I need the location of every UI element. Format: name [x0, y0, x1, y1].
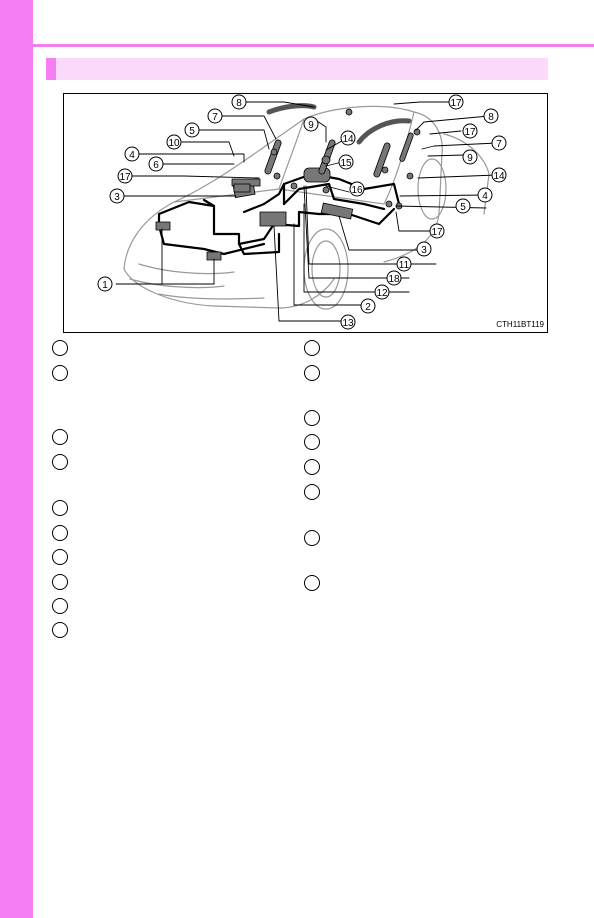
svg-text:13: 13 [342, 318, 354, 329]
rear-side-airbag-2 [373, 142, 391, 178]
svg-text:1: 1 [102, 280, 108, 291]
legend-item-right [304, 484, 320, 500]
legend-item-left [52, 525, 68, 541]
svg-text:9: 9 [467, 153, 473, 164]
svg-text:17: 17 [119, 172, 131, 183]
svg-text:2: 2 [365, 302, 371, 313]
callout-3-right: 3 [416, 241, 432, 257]
callout-17-left: 17 [117, 168, 133, 184]
callout-12: 12 [374, 284, 390, 300]
legend-item-left [52, 574, 68, 590]
callout-9-right: 9 [462, 149, 478, 165]
callout-2: 2 [360, 298, 376, 314]
callout-17-right: 17 [462, 123, 478, 139]
svg-text:14: 14 [342, 134, 354, 145]
svg-text:17: 17 [450, 98, 462, 109]
svg-text:9: 9 [308, 120, 314, 131]
airbag-components [155, 108, 421, 261]
pretensioner [270, 148, 278, 156]
callout-7-left: 7 [207, 108, 223, 124]
svg-text:7: 7 [496, 139, 502, 150]
curtain-airbag-right [399, 132, 414, 162]
figure-code: CTH11BT119 [496, 320, 544, 329]
page-side-bar [0, 0, 33, 918]
callout-bubbles: 8 7 5 10 4 6 17 3 9 14 15 16 17 8 17 7 9… [97, 94, 507, 330]
callout-11: 11 [396, 256, 412, 272]
svg-text:5: 5 [189, 126, 195, 137]
airbag-ecu [259, 211, 287, 227]
top-rule [33, 44, 594, 47]
legend-item-left [52, 454, 68, 470]
svg-text:8: 8 [488, 112, 494, 123]
svg-text:15: 15 [340, 158, 352, 169]
section-header [46, 58, 548, 80]
svg-text:17: 17 [431, 227, 443, 238]
car-illustration: 8 7 5 10 4 6 17 3 9 14 15 16 17 8 17 7 9… [97, 94, 507, 330]
side-sensor [233, 183, 251, 193]
callout-13: 13 [340, 314, 356, 330]
callout-16: 16 [349, 181, 365, 197]
callout-8-left: 8 [231, 94, 247, 110]
section-marker [46, 58, 56, 80]
driver-airbag [303, 167, 331, 183]
legend-item-left [52, 622, 68, 638]
legend-item-left [52, 340, 68, 356]
callout-17-top: 17 [448, 94, 464, 110]
callout-4-left: 4 [124, 146, 140, 162]
svg-text:12: 12 [376, 288, 388, 299]
legend-item-right [304, 410, 320, 426]
legend-item-right [304, 434, 320, 450]
callout-9-left: 9 [303, 116, 319, 132]
svg-text:7: 7 [212, 112, 218, 123]
curtain-airbags [266, 103, 412, 145]
legend-item-right [304, 530, 320, 546]
legend-item-left [52, 365, 68, 381]
callout-7-right: 7 [491, 135, 507, 151]
callout-6: 6 [148, 156, 164, 172]
callout-5-right: 5 [455, 198, 471, 214]
callout-10: 10 [166, 134, 182, 150]
legend-item-right [304, 459, 320, 475]
front-side-airbag [264, 139, 282, 175]
callout-text: 8 [236, 98, 242, 109]
svg-text:3: 3 [114, 192, 120, 203]
legend-item-right [304, 575, 320, 591]
svg-text:18: 18 [388, 274, 400, 285]
legend-item-left [52, 429, 68, 445]
svg-text:5: 5 [460, 202, 466, 213]
knee-airbag [320, 202, 354, 220]
callout-4-right: 4 [477, 187, 493, 203]
svg-text:6: 6 [153, 160, 159, 171]
leader-lines [115, 101, 498, 322]
legend-item-left [52, 549, 68, 565]
callout-3-left: 3 [109, 188, 125, 204]
callout-15: 15 [338, 154, 354, 170]
callout-1: 1 [97, 276, 113, 292]
svg-text:3: 3 [421, 245, 427, 256]
svg-text:14: 14 [493, 171, 505, 182]
callout-8-right: 8 [483, 108, 499, 124]
car-outline [123, 105, 490, 310]
svg-text:10: 10 [168, 138, 180, 149]
legend-item-left [52, 598, 68, 614]
legend-item-right [304, 340, 320, 356]
callout-14-left: 14 [340, 130, 356, 146]
legend-item-left [52, 500, 68, 516]
svg-text:11: 11 [399, 260, 410, 271]
callout-5-left: 5 [184, 122, 200, 138]
callout-14-right: 14 [491, 167, 507, 183]
svg-text:4: 4 [482, 191, 488, 202]
airbag-location-figure: 8 7 5 10 4 6 17 3 9 14 15 16 17 8 17 7 9… [63, 93, 548, 333]
callout-17-lower: 17 [429, 223, 445, 239]
front-sensor-left [155, 221, 171, 231]
callout-18: 18 [386, 270, 402, 286]
svg-text:4: 4 [129, 150, 135, 161]
svg-text:17: 17 [464, 127, 476, 138]
legend-item-right [304, 365, 320, 381]
svg-text:16: 16 [351, 185, 363, 196]
